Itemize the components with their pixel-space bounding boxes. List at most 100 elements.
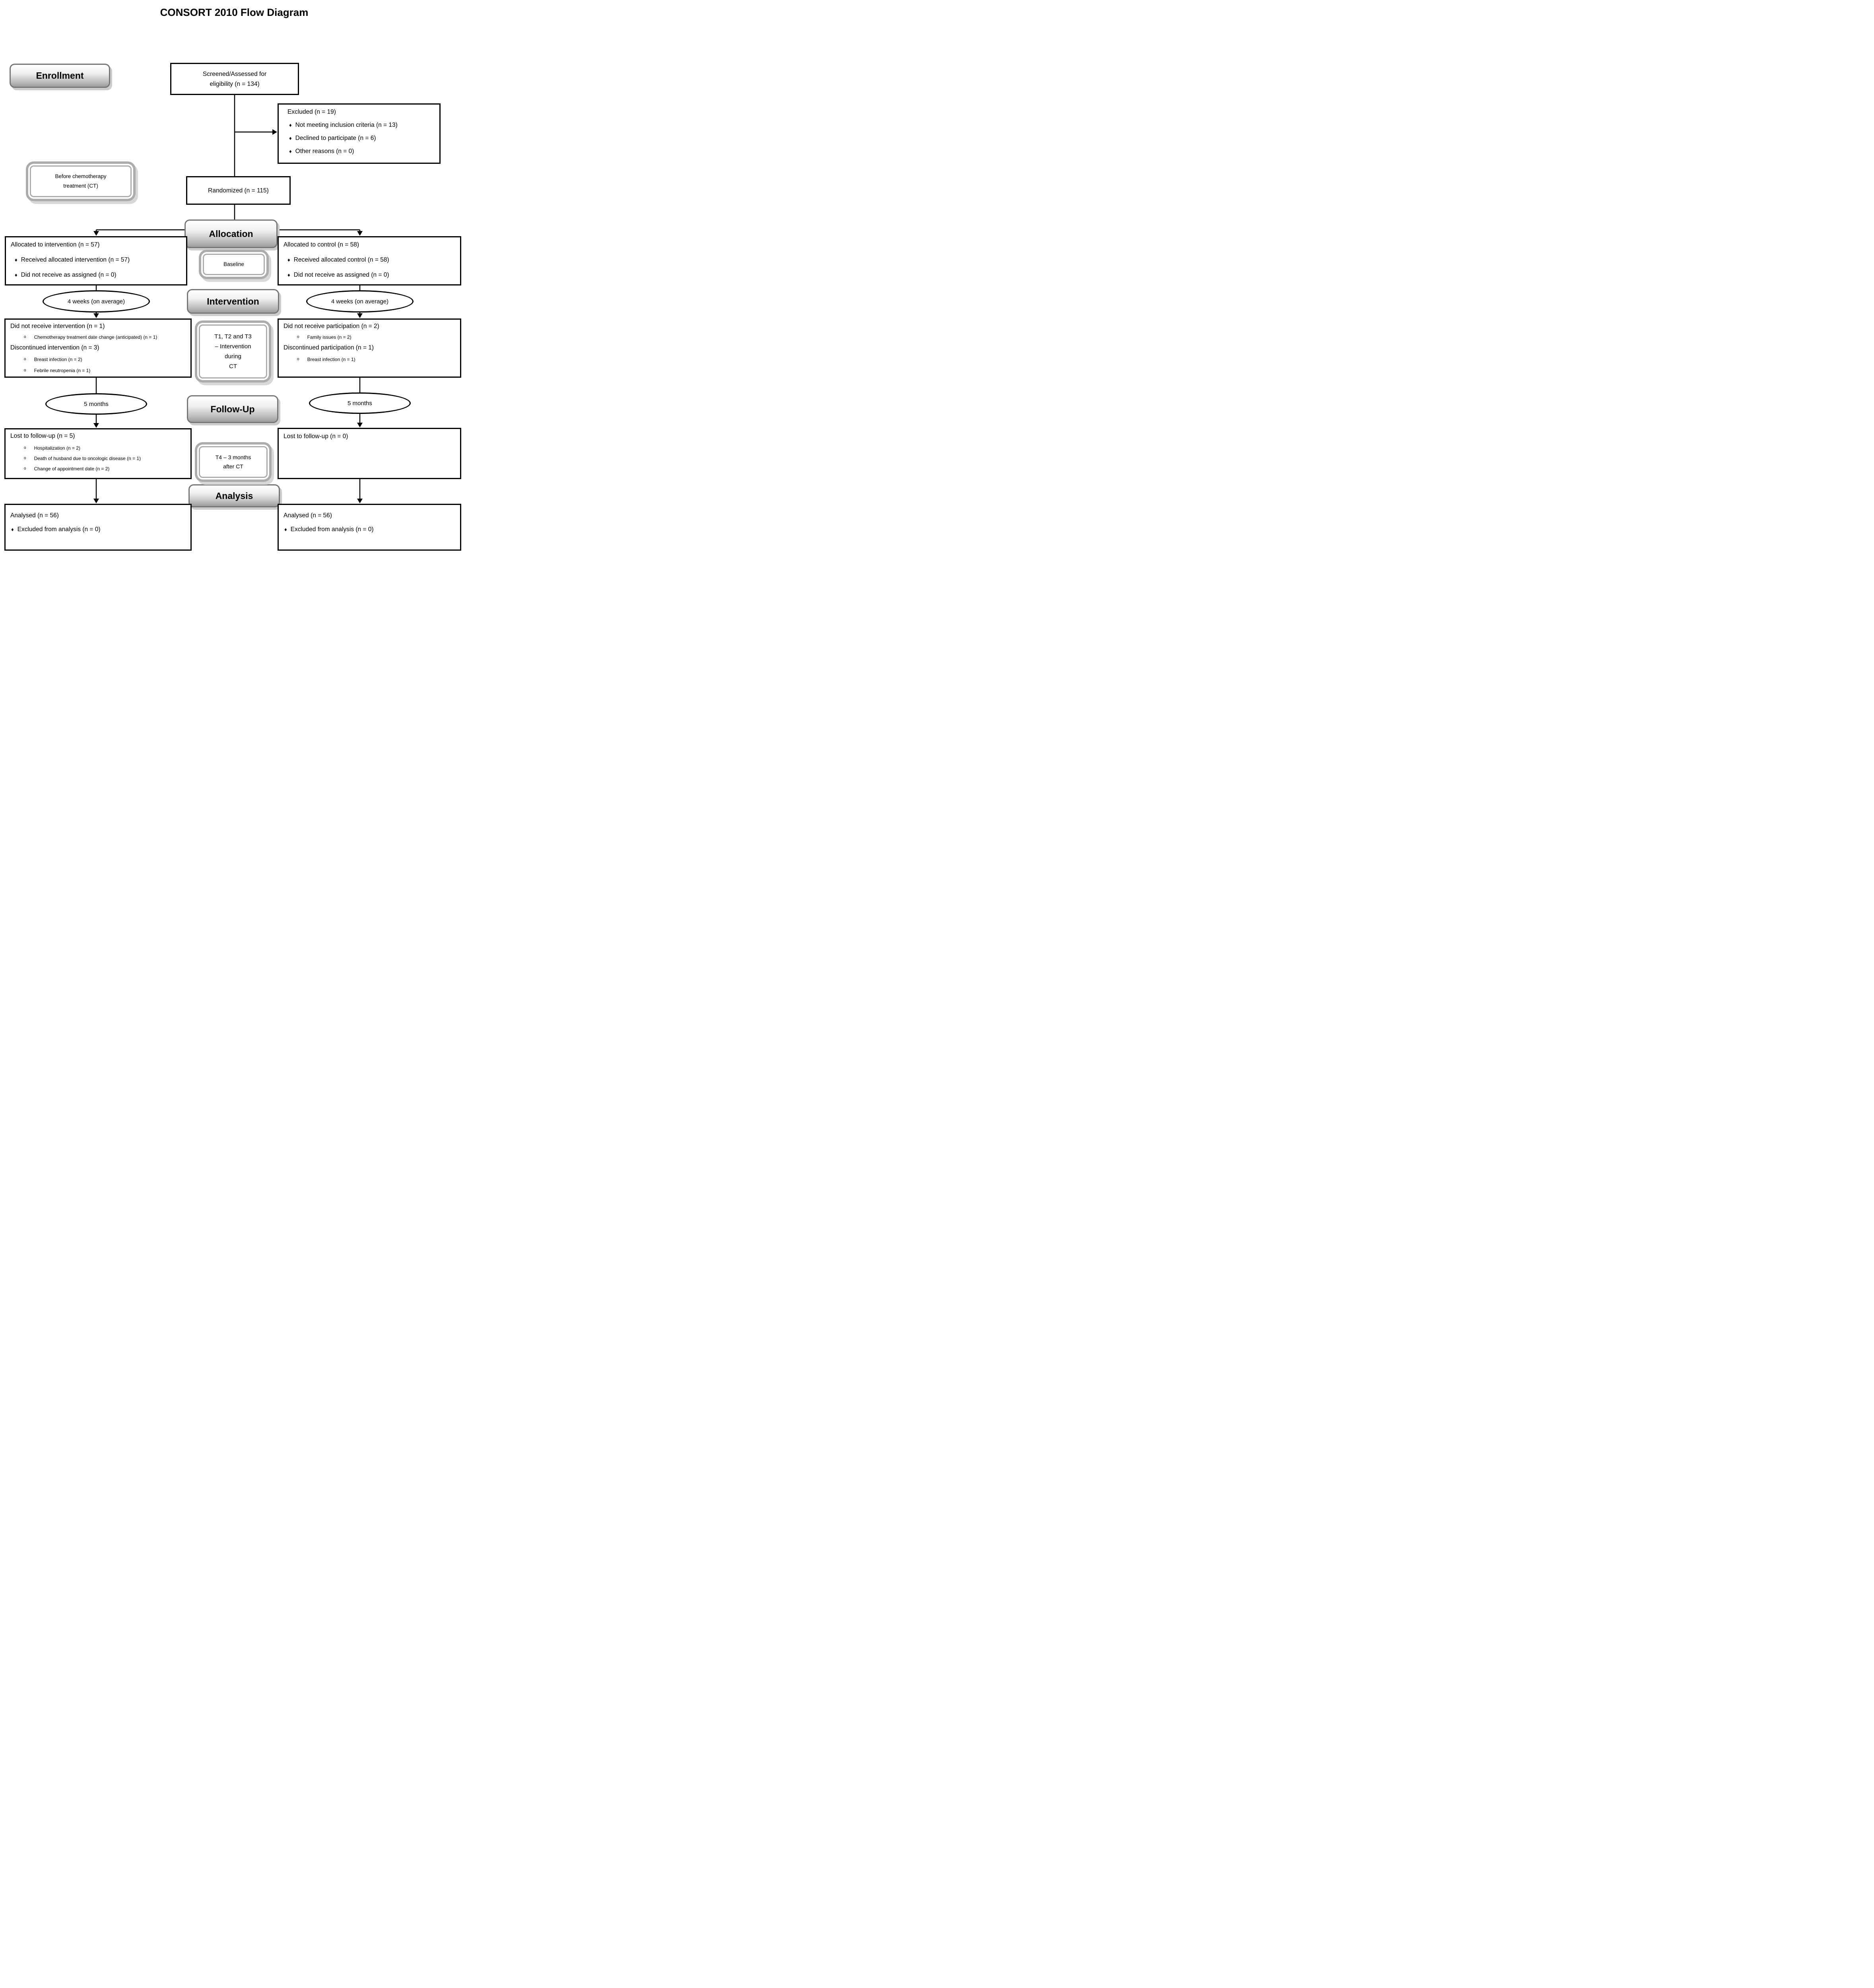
right-5months-ellipse: 5 months bbox=[309, 392, 411, 414]
right-4weeks-ellipse: 4 weeks (on average) bbox=[306, 290, 414, 313]
dnr-right-subitem: o Family issues (n = 2) bbox=[284, 334, 455, 340]
right-5months-label: 5 months bbox=[348, 400, 372, 407]
t4-line1: T4 – 3 months bbox=[215, 454, 251, 460]
t123-marker: T1, T2 and T3 – Intervention during CT bbox=[199, 324, 267, 379]
analysed-left-bullet: ♦ Excluded from analysis (n = 0) bbox=[10, 525, 186, 534]
before-ct-line1: Before chemotherapy bbox=[55, 173, 107, 179]
alloc-left-bullet-text: Received allocated intervention (n = 57) bbox=[21, 256, 130, 263]
analysed-left-box: Analysed (n = 56) ♦ Excluded from analys… bbox=[4, 504, 192, 551]
circle-bullet-icon: o bbox=[24, 335, 26, 339]
circle-bullet-icon: o bbox=[297, 357, 299, 361]
lost-followup-right-box: Lost to follow-up (n = 0) bbox=[278, 428, 461, 479]
dnr-left-heading2: Discontinued intervention (n = 3) bbox=[10, 344, 99, 351]
excluded-bullet: ♦ Declined to participate (n = 6) bbox=[284, 134, 435, 142]
connector-lines bbox=[93, 95, 363, 503]
arrowhead-lost-left bbox=[93, 423, 99, 428]
excluded-bullet-text: Declined to participate (n = 6) bbox=[295, 135, 376, 142]
alloc-left-bullet-text: Did not receive as assigned (n = 0) bbox=[21, 272, 117, 278]
dnr-left-heading1: Did not receive intervention (n = 1) bbox=[10, 323, 105, 330]
lost-left-subitem: o Death of husband due to oncologic dise… bbox=[10, 455, 186, 462]
lost-left-subitem: o Hospitalization (n = 2) bbox=[10, 445, 186, 451]
dnr-left-sub-text: Febrile neutropenia (n = 1) bbox=[34, 368, 91, 373]
left-4weeks-label: 4 weeks (on average) bbox=[67, 298, 125, 305]
diamond-bullet-icon: ♦ bbox=[289, 122, 292, 128]
left-5months-ellipse: 5 months bbox=[45, 393, 147, 415]
stage-intervention-label: Intervention bbox=[207, 296, 259, 307]
arrowhead-dnr-right bbox=[357, 313, 363, 318]
baseline-label: Baseline bbox=[223, 261, 244, 267]
lost-left-heading: Lost to follow-up (n = 5) bbox=[10, 433, 75, 439]
dnr-right-sub-text: Breast infection (n = 1) bbox=[307, 357, 355, 362]
circle-bullet-icon: o bbox=[24, 466, 26, 471]
excluded-bullet: ♦ Other reasons (n = 0) bbox=[284, 147, 435, 155]
arrowhead-alloc-right bbox=[357, 231, 363, 236]
diamond-bullet-icon: ♦ bbox=[15, 272, 17, 278]
diamond-bullet-icon: ♦ bbox=[284, 526, 287, 532]
left-5months-label: 5 months bbox=[84, 400, 109, 408]
stage-followup-label: Follow-Up bbox=[210, 404, 255, 414]
dnr-participation-box: Did not receive participation (n = 2) o … bbox=[278, 318, 461, 378]
analysed-right-box: Analysed (n = 56) ♦ Excluded from analys… bbox=[278, 504, 461, 551]
analysed-right-bullet: ♦ Excluded from analysis (n = 0) bbox=[284, 525, 455, 534]
t4-marker: T4 – 3 months after CT bbox=[199, 446, 268, 478]
t123-line3: during bbox=[225, 353, 241, 360]
randomized-label: Randomized (n = 115) bbox=[208, 187, 269, 194]
alloc-right-bullet-text: Received allocated control (n = 58) bbox=[293, 256, 389, 263]
dnr-left-subitem: o Breast infection (n = 2) bbox=[10, 356, 186, 363]
arrowhead-alloc-left bbox=[93, 231, 99, 236]
stage-enrollment-label: Enrollment bbox=[36, 70, 84, 81]
consort-flow-diagram: CONSORT 2010 Flow Diagram bbox=[0, 0, 468, 555]
baseline-marker: Baseline bbox=[203, 254, 265, 275]
before-ct-marker: Before chemotherapy treatment (CT) bbox=[30, 165, 132, 197]
circle-bullet-icon: o bbox=[24, 456, 26, 460]
stage-intervention: Intervention bbox=[187, 289, 279, 314]
dnr-right-subitem: o Breast infection (n = 1) bbox=[284, 356, 455, 363]
alloc-left-bullet: ♦ Received allocated intervention (n = 5… bbox=[11, 256, 181, 264]
lost-left-sub-text: Change of appointment date (n = 2) bbox=[34, 466, 110, 472]
lost-right-heading: Lost to follow-up (n = 0) bbox=[284, 433, 348, 440]
diamond-bullet-icon: ♦ bbox=[287, 257, 290, 263]
lost-followup-left-box: Lost to follow-up (n = 5) o Hospitalizat… bbox=[4, 428, 192, 479]
dnr-right-heading1: Did not receive participation (n = 2) bbox=[284, 323, 379, 330]
allocated-intervention-box: Allocated to intervention (n = 57) ♦ Rec… bbox=[5, 236, 187, 285]
dnr-right-heading2: Discontinued participation (n = 1) bbox=[284, 344, 374, 351]
circle-bullet-icon: o bbox=[24, 368, 26, 373]
arrowhead-analysed-right bbox=[357, 499, 363, 503]
screened-line1: Screened/Assessed for bbox=[202, 70, 267, 78]
excluded-box: Excluded (n = 19) ♦ Not meeting inclusio… bbox=[278, 103, 441, 164]
diamond-bullet-icon: ♦ bbox=[289, 135, 292, 141]
alloc-left-bullet: ♦ Did not receive as assigned (n = 0) bbox=[11, 271, 181, 279]
lost-left-sub-text: Hospitalization (n = 2) bbox=[34, 445, 80, 451]
allocated-control-box: Allocated to control (n = 58) ♦ Received… bbox=[278, 236, 461, 285]
dnr-right-sub-text: Family issues (n = 2) bbox=[307, 334, 351, 340]
arrowhead-dnr-left bbox=[93, 313, 99, 318]
alloc-right-title: Allocated to control (n = 58) bbox=[284, 241, 359, 248]
alloc-right-bullet: ♦ Received allocated control (n = 58) bbox=[284, 256, 455, 264]
stage-followup: Follow-Up bbox=[187, 395, 278, 423]
excluded-title: Excluded (n = 19) bbox=[287, 109, 336, 115]
randomized-box: Randomized (n = 115) bbox=[186, 176, 291, 205]
stage-allocation-label: Allocation bbox=[209, 228, 253, 239]
dnr-left-sub-text: Breast infection (n = 2) bbox=[34, 357, 82, 362]
analysed-left-bullet-text: Excluded from analysis (n = 0) bbox=[17, 526, 101, 533]
stage-analysis-label: Analysis bbox=[215, 490, 253, 501]
lost-left-sub-text: Death of husband due to oncologic diseas… bbox=[34, 456, 141, 461]
alloc-left-title: Allocated to intervention (n = 57) bbox=[11, 241, 100, 248]
right-4weeks-label: 4 weeks (on average) bbox=[331, 298, 389, 305]
screened-line2: eligibility (n = 134) bbox=[210, 80, 260, 87]
lost-left-subitem: o Change of appointment date (n = 2) bbox=[10, 466, 186, 472]
t123-line4: CT bbox=[229, 363, 237, 370]
t4-line2: after CT bbox=[223, 463, 243, 470]
left-4weeks-ellipse: 4 weeks (on average) bbox=[43, 290, 150, 313]
dnr-left-sub-text: Chemotherapy treatment date change (anti… bbox=[34, 334, 157, 340]
screened-box: Screened/Assessed for eligibility (n = 1… bbox=[170, 63, 299, 95]
arrowhead-analysed-left bbox=[93, 499, 99, 503]
circle-bullet-icon: o bbox=[24, 357, 26, 361]
analysed-left-title: Analysed (n = 56) bbox=[10, 512, 59, 519]
arrowhead-excluded bbox=[272, 129, 277, 135]
alloc-right-bullet-text: Did not receive as assigned (n = 0) bbox=[293, 272, 389, 278]
t123-line2: – Intervention bbox=[215, 343, 251, 350]
stage-analysis: Analysis bbox=[188, 484, 280, 507]
t123-line1: T1, T2 and T3 bbox=[214, 333, 252, 340]
dnr-left-subitem: o Chemotherapy treatment date change (an… bbox=[10, 334, 186, 340]
